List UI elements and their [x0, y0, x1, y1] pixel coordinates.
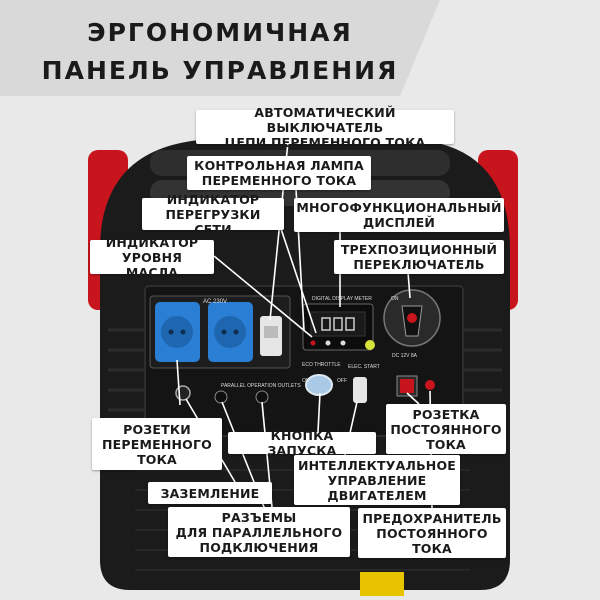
switch-on-label: ON	[391, 296, 399, 302]
callout-ac-lamp: КОНТРОЛЬНАЯ ЛАМПА ПЕРЕМЕННОГО ТОКА	[187, 156, 371, 190]
eco-label: ECO THROTTLE	[302, 362, 341, 368]
eco-switch	[305, 374, 333, 396]
callout-breaker: АВТОМАТИЧЕСКИЙ ВЫКЛЮЧАТЕЛЬ ЦЕПИ ПЕРЕМЕНН…	[196, 105, 454, 150]
dc-label: DC 12V 8A	[392, 353, 418, 359]
line-overload	[275, 213, 317, 334]
callout-overload: ИНДИКАТОР ПЕРЕГРУЗКИ СЕТИ	[142, 192, 284, 237]
callout-oil: ИНДИКАТОР УРОВНЯ МАСЛА	[90, 235, 214, 280]
dc-fuse	[425, 380, 435, 390]
on-label: ON	[302, 378, 310, 384]
dc-socket	[400, 379, 414, 393]
line-start	[317, 392, 321, 433]
callout-display: МНОГОФУНКЦИОНАЛЬНЫЙ ДИСПЛЕЙ	[294, 198, 504, 232]
fuel-label	[360, 572, 404, 596]
display-button	[365, 340, 375, 350]
callout-ground: ЗАЗЕМЛЕНИЕ	[148, 482, 272, 504]
callout-switch3: ТРЕХПОЗИЦИОННЫЙ ПЕРЕКЛЮЧАТЕЛЬ	[334, 240, 504, 274]
socket-label: AC 230V	[203, 299, 227, 305]
parallel-label: PARALLEL OPERATION OUTLETS	[221, 383, 301, 389]
control-panel	[144, 285, 464, 437]
callout-smart-control: ИНТЕЛЛЕКТУАЛЬНОЕ УПРАВЛЕНИЕ ДВИГАТЕЛЕМ	[294, 455, 460, 505]
callout-ac-sockets: РОЗЕТКИ ПЕРЕМЕННОГО ТОКА	[92, 418, 222, 470]
line-oil	[213, 255, 313, 338]
line-switch	[407, 271, 411, 299]
line-ac-sockets	[176, 359, 181, 406]
header-line-1: ЭРГОНОМИЧНАЯ	[87, 18, 353, 47]
callout-start-button: КНОПКА ЗАПУСКА	[228, 428, 376, 458]
elec-start-label: ELEC. START	[348, 364, 380, 370]
callout-dc-fuse: ПРЕДОХРАНИТЕЛЬ ПОСТОЯННОГО ТОКА	[358, 508, 506, 558]
header-band	[0, 0, 440, 96]
header-line-2: ПАНЕЛЬ УПРАВЛЕНИЯ	[41, 56, 399, 85]
callout-dc-socket: РОЗЕТКА ПОСТОЯННОГО ТОКА	[386, 404, 506, 454]
start-button-shape	[353, 377, 367, 403]
off-label: OFF	[337, 378, 347, 384]
line-dc-socket	[406, 392, 420, 405]
callout-parallel: РАЗЪЕМЫ ДЛЯ ПАРАЛЛЕЛЬНОГО ПОДКЛЮЧЕНИЯ	[168, 507, 350, 557]
display-label: DIGITAL DISPLAY METER	[312, 296, 372, 302]
